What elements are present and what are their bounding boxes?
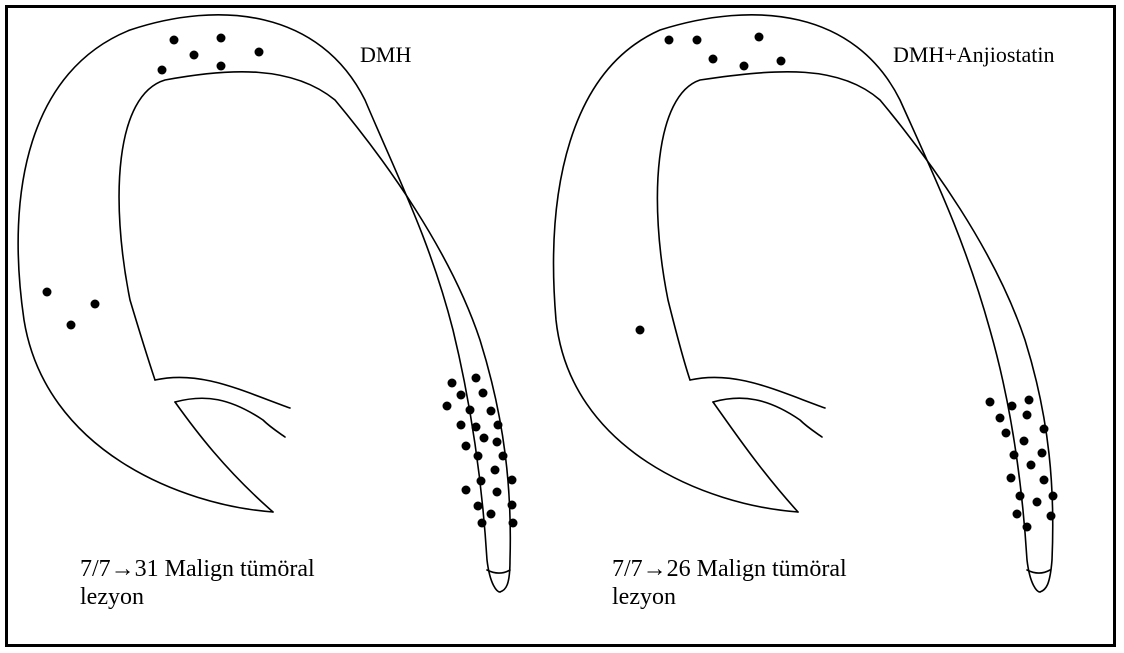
lesion-dot — [508, 501, 517, 510]
lesion-dot — [1047, 512, 1056, 521]
lesion-dot — [462, 442, 471, 451]
caption-line: lezyon — [612, 583, 847, 611]
lesion-dot — [1023, 411, 1032, 420]
lesion-dot — [479, 389, 488, 398]
lesion-dot — [693, 36, 702, 45]
caption-line: 7/7→31 Malign tümöral — [80, 555, 315, 583]
lesion-dot — [494, 421, 503, 430]
lesion-dot — [755, 33, 764, 42]
lesion-dot — [986, 398, 995, 407]
lesion-dot — [1040, 476, 1049, 485]
lesion-dot — [255, 48, 264, 57]
lesion-dot — [996, 414, 1005, 423]
lesion-dot — [1007, 474, 1016, 483]
lesion-dot — [1038, 449, 1047, 458]
lesion-dot — [1027, 461, 1036, 470]
lesion-dot — [67, 321, 76, 330]
lesion-dot — [443, 402, 452, 411]
caption-line: 7/7→26 Malign tümöral — [612, 555, 847, 583]
caption-line: lezyon — [80, 583, 315, 611]
lesion-dot — [1033, 498, 1042, 507]
colon-outline-right — [554, 15, 1053, 592]
lesion-dot — [665, 36, 674, 45]
lesion-dot — [493, 438, 502, 447]
lesion-dot — [487, 407, 496, 416]
lesion-dot — [91, 300, 100, 309]
lesion-dot — [508, 476, 517, 485]
lesion-dot — [1023, 523, 1032, 532]
lesion-dot — [777, 57, 786, 66]
lesion-dot — [1020, 437, 1029, 446]
lesion-dot — [190, 51, 199, 60]
lesion-dot — [1025, 396, 1034, 405]
panel-caption-left: 7/7→31 Malign tümöral lezyon — [80, 555, 315, 611]
lesion-dot — [217, 62, 226, 71]
lesion-dot — [472, 374, 481, 383]
lesion-dot — [217, 34, 226, 43]
lesion-dot — [493, 488, 502, 497]
lesion-dot — [1016, 492, 1025, 501]
lesion-dot — [1008, 402, 1017, 411]
lesion-dot — [487, 510, 496, 519]
lesion-dot — [474, 502, 483, 511]
panel-title-right: DMH+Anjiostatin — [893, 42, 1055, 68]
lesion-dot — [1049, 492, 1058, 501]
lesion-dots-right — [636, 33, 1058, 532]
lesion-dot — [1010, 451, 1019, 460]
lesion-dot — [477, 477, 486, 486]
lesion-dot — [740, 62, 749, 71]
lesion-dot — [499, 452, 508, 461]
lesion-dot — [1013, 510, 1022, 519]
lesion-dot — [170, 36, 179, 45]
lesion-dot — [1002, 429, 1011, 438]
lesion-dot — [491, 466, 500, 475]
lesion-dot — [478, 519, 487, 528]
lesion-dot — [43, 288, 52, 297]
lesion-dots-left — [43, 34, 518, 528]
lesion-dot — [474, 452, 483, 461]
lesion-dot — [462, 486, 471, 495]
lesion-dot — [158, 66, 167, 75]
lesion-dot — [480, 434, 489, 443]
lesion-dot — [1040, 425, 1049, 434]
panel-caption-right: 7/7→26 Malign tümöral lezyon — [612, 555, 847, 611]
lesion-dot — [457, 391, 466, 400]
lesion-dot — [448, 379, 457, 388]
lesion-dot — [509, 519, 518, 528]
lesion-dot — [457, 421, 466, 430]
lesion-dot — [466, 406, 475, 415]
panel-title-left: DMH — [360, 42, 411, 68]
lesion-dot — [709, 55, 718, 64]
lesion-dot — [636, 326, 645, 335]
lesion-dot — [472, 423, 481, 432]
